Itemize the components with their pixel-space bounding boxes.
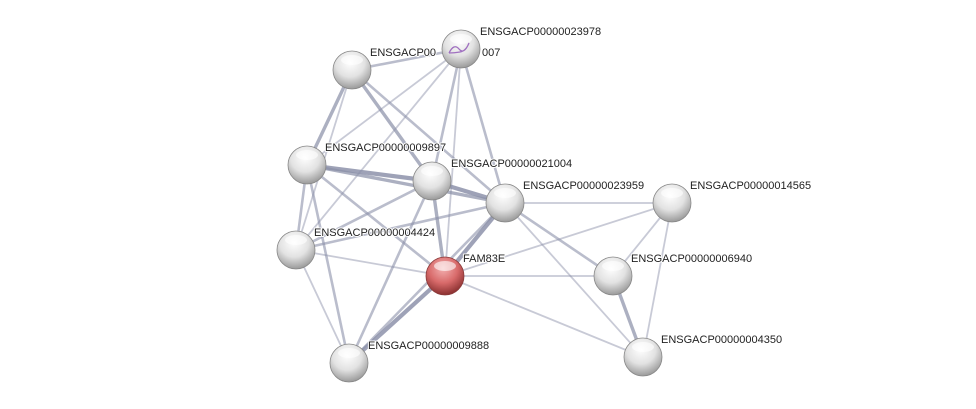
node-label: ENSGACP00000009897 bbox=[325, 142, 446, 154]
edge-B-H[interactable] bbox=[444, 48, 462, 277]
edge-E-K[interactable] bbox=[504, 202, 644, 358]
edge-B-G[interactable] bbox=[295, 48, 462, 251]
node-label: ENSGACP00000023959 bbox=[523, 180, 644, 192]
edge-G-H[interactable] bbox=[295, 249, 446, 277]
edge-B-D[interactable] bbox=[430, 48, 463, 182]
edge-A-E[interactable] bbox=[351, 69, 506, 204]
node-highlight bbox=[285, 235, 307, 245]
query-node-label: FAM83E bbox=[463, 253, 505, 265]
node-highlight bbox=[296, 150, 318, 160]
node-highlight bbox=[450, 34, 472, 44]
node-label: ENSGACP00000021004 bbox=[451, 158, 572, 170]
edge-E-I[interactable] bbox=[504, 201, 614, 278]
edge-B-C[interactable] bbox=[306, 48, 462, 166]
node-label: ENSGACP00000006940 bbox=[631, 253, 752, 265]
node-label: ENSGACP00000014565 bbox=[690, 180, 811, 192]
nodes: ENSGACP00 007 ENSGACP00000023978ENSGACP000… bbox=[276, 25, 812, 383]
edge-F-H[interactable] bbox=[444, 202, 673, 277]
edge-D-G[interactable] bbox=[295, 179, 433, 252]
node-label: ENSGACP00000009888 bbox=[368, 340, 489, 352]
node-highlight bbox=[661, 188, 683, 198]
node-highlight bbox=[494, 188, 516, 198]
edge-C-E[interactable] bbox=[306, 163, 506, 205]
node-label-part: ENSGACP00 bbox=[370, 47, 436, 59]
node-label: ENSGACP00000004424 bbox=[314, 227, 435, 239]
node-label-part: 007 bbox=[482, 47, 500, 59]
edge-H-J[interactable] bbox=[347, 274, 447, 365]
edge-G-J[interactable] bbox=[295, 249, 350, 364]
node-label: ENSGACP00000023978 bbox=[480, 26, 601, 38]
protein-structure-icon bbox=[448, 42, 470, 54]
edges bbox=[294, 47, 673, 365]
node-highlight bbox=[341, 55, 363, 65]
node-highlight bbox=[421, 166, 443, 176]
edge-C-H[interactable] bbox=[306, 163, 446, 278]
node-highlight bbox=[602, 261, 624, 271]
edge-A-D[interactable] bbox=[350, 69, 434, 182]
node-highlight bbox=[434, 261, 456, 271]
edge-H-K[interactable] bbox=[444, 275, 644, 358]
node-highlight bbox=[338, 348, 360, 358]
edge-D-J[interactable] bbox=[347, 180, 434, 364]
edge-F-K[interactable] bbox=[642, 202, 673, 358]
edge-C-J[interactable] bbox=[305, 164, 351, 364]
edge-E-G[interactable] bbox=[295, 201, 506, 252]
node-highlight bbox=[632, 342, 654, 352]
edge-B-E[interactable] bbox=[459, 48, 507, 204]
node-label: ENSGACP00000004350 bbox=[661, 334, 782, 346]
